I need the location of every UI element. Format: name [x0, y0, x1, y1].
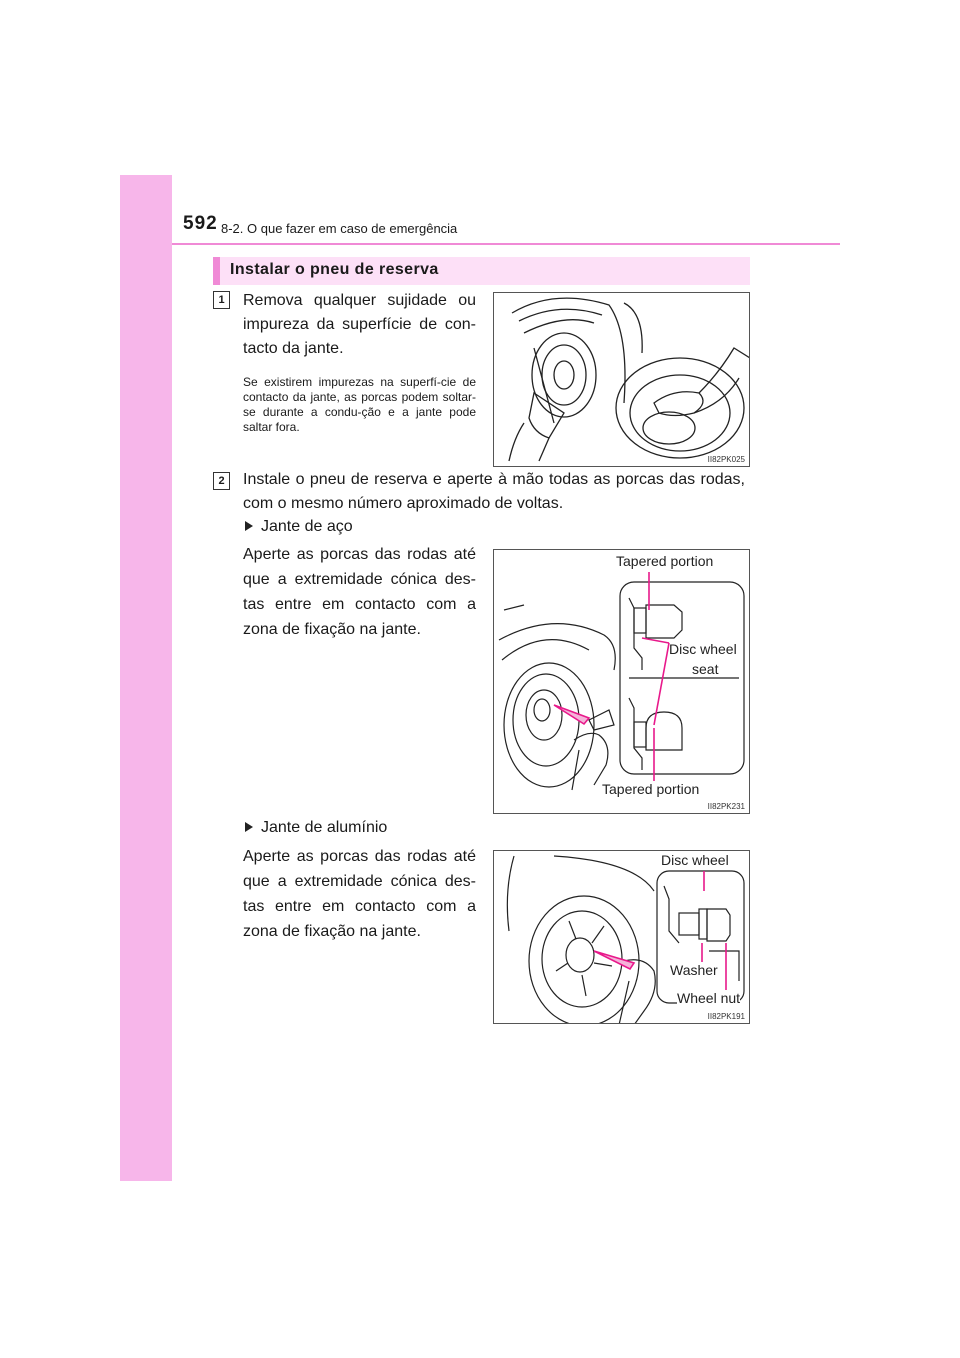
header-divider [172, 243, 840, 245]
alloy-wheel-label: Jante de alumínio [261, 819, 388, 836]
callout-disc-wheel-seat-1: Disc wheel [669, 641, 737, 657]
step-number-2: 2 [213, 472, 230, 490]
section-title: Instalar o pneu de reserva [230, 261, 439, 278]
steel-wheel-illustration [498, 572, 745, 791]
chapter-sidebar-tab [120, 175, 172, 1181]
bullet-steel-wheel: Jante de aço [245, 517, 353, 537]
figure-steel-wheel: Tapered portion Disc wheel seat Tapered … [493, 549, 750, 814]
page-number: 592 [183, 213, 218, 234]
bullet-alloy-wheel: Jante de alumínio [245, 818, 387, 838]
chapter-title: 8-2. O que fazer em caso de emergência [221, 221, 458, 236]
figure-id-2: II82PK231 [707, 802, 745, 811]
figure-id-3: II82PK191 [707, 1012, 745, 1021]
figure-alloy-wheel: Disc wheel Washer Wheel nut II82PK191 [493, 850, 750, 1024]
step-1-note: Se existirem impurezas na superfí-cie de… [243, 375, 476, 434]
step-1-text: Remova qualquer sujidade ou impureza da … [243, 292, 476, 357]
alloy-wheel-text: Aperte as porcas das rodas até que a ext… [243, 848, 476, 940]
triangle-bullet-icon [245, 821, 253, 832]
callout-tapered-portion-bottom: Tapered portion [602, 781, 700, 797]
section-heading: Instalar o pneu de reserva [213, 257, 750, 285]
callout-tapered-portion-top: Tapered portion [616, 553, 714, 569]
figure-clean-hub: II82PK025 [493, 292, 750, 467]
callout-washer: Washer [670, 962, 718, 978]
steel-wheel-label: Jante de aço [261, 518, 353, 535]
step-number-1: 1 [213, 291, 230, 309]
callout-disc-wheel: Disc wheel [661, 852, 729, 868]
figure-id-1: II82PK025 [707, 455, 745, 464]
step-2-text: Instale o pneu de reserva e aperte à mão… [243, 471, 745, 512]
clean-hub-illustration [508, 297, 749, 462]
callout-disc-wheel-seat-2: seat [692, 661, 719, 677]
triangle-bullet-icon [245, 520, 253, 531]
callout-wheel-nut: Wheel nut [677, 990, 741, 1006]
steel-wheel-text: Aperte as porcas das rodas até que a ext… [243, 546, 476, 638]
